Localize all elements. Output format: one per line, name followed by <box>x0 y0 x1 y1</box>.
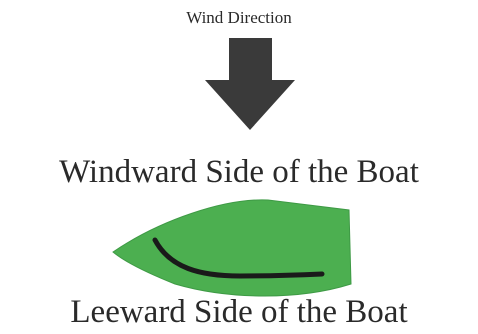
boat-hull <box>113 200 351 296</box>
leeward-side-label: Leeward Side of the Boat <box>0 290 478 334</box>
